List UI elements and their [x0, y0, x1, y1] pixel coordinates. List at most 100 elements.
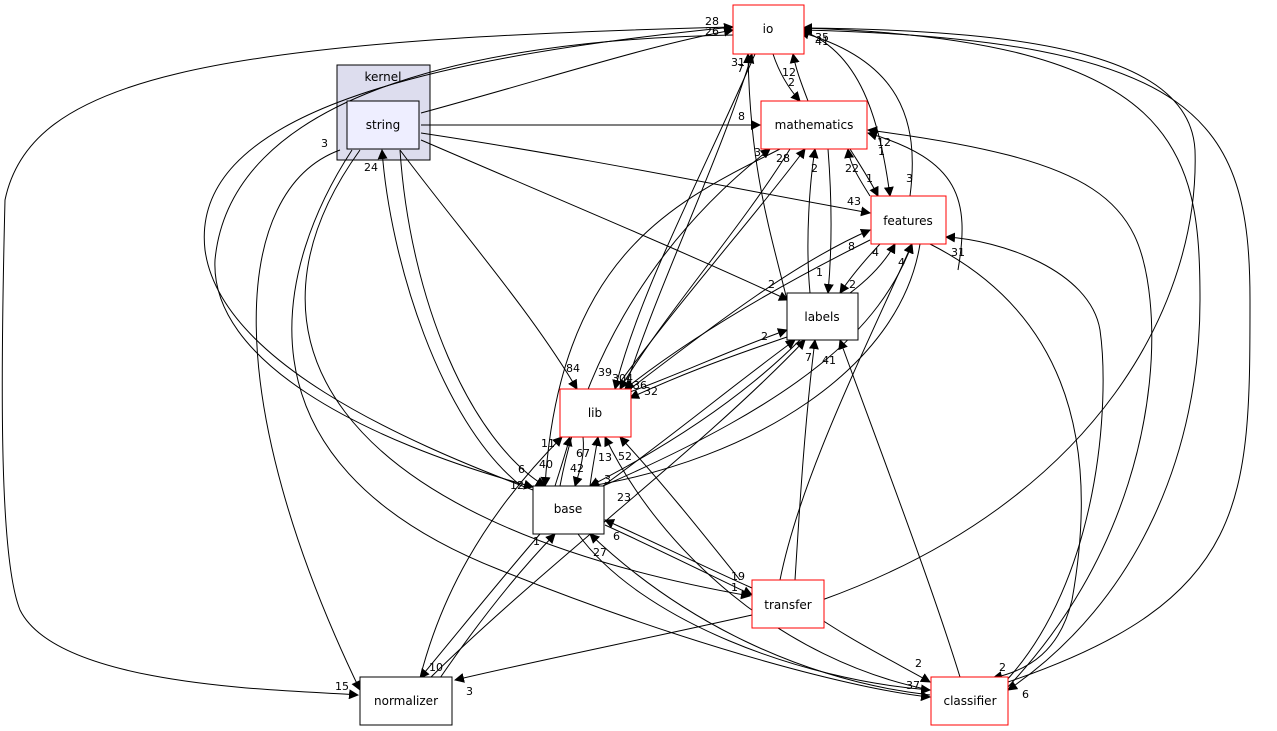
edge-label: 52	[618, 450, 632, 463]
edge	[799, 29, 894, 197]
edge	[420, 139, 789, 301]
edge	[554, 436, 573, 487]
node-transfer[interactable]: transfer	[751, 579, 825, 629]
edge-label: 7	[737, 62, 744, 75]
edge-label: 26	[705, 25, 719, 38]
edge	[802, 25, 1251, 683]
edge-label: 3	[466, 685, 473, 698]
node-mathematics[interactable]: mathematics	[760, 100, 868, 150]
edge-label: 4	[898, 256, 905, 269]
edge	[420, 26, 734, 114]
edge-label: 7	[805, 351, 812, 364]
edge	[419, 533, 541, 679]
edge-label: 24	[364, 161, 378, 174]
node-base-label: base	[554, 502, 583, 516]
edge-labels: 28 26 31 7 12 2 35 41 8 33 28 2 22 1 12 …	[321, 15, 1029, 701]
edge-label: 1	[816, 266, 823, 279]
edge-label: 15	[335, 680, 349, 693]
edge-label: 2	[915, 657, 922, 670]
edge	[589, 339, 801, 487]
edge-label: 31	[731, 56, 745, 69]
edge-label: 8	[738, 110, 745, 123]
edge-label: 13	[598, 451, 612, 464]
edge-label: 8	[848, 240, 855, 253]
edge	[619, 148, 791, 390]
edge	[454, 614, 753, 683]
edge-label: 1	[866, 172, 873, 185]
node-io[interactable]: io	[732, 4, 805, 55]
edge-label: 39	[598, 366, 612, 379]
node-string-label: string	[366, 118, 400, 132]
nodes: io mathematics features labels lib base …	[346, 4, 1009, 726]
edge	[945, 232, 1104, 683]
edge-label: 37	[906, 679, 920, 692]
edge	[214, 34, 734, 490]
edge	[614, 148, 806, 390]
edge-label: 6	[613, 530, 620, 543]
edge	[604, 436, 931, 691]
cluster-kernel-label: kernel	[365, 70, 402, 84]
edge-label: 67	[576, 447, 590, 460]
edge-label: 31	[951, 246, 965, 259]
edge	[429, 339, 806, 679]
edge	[589, 533, 931, 696]
node-lib[interactable]: lib	[559, 388, 632, 438]
edge-label: 19	[731, 570, 745, 583]
edge-label: 2	[999, 661, 1006, 674]
edge-label: 304	[612, 372, 633, 385]
node-base[interactable]: base	[532, 485, 605, 535]
edge-label: 10	[429, 661, 443, 674]
edge-label: 2	[811, 162, 818, 175]
edge	[572, 436, 584, 487]
edge-label: 1	[878, 145, 885, 158]
edge	[867, 130, 963, 271]
node-classifier[interactable]: classifier	[930, 676, 1009, 726]
edge-label: 2	[761, 330, 768, 343]
node-labels-label: labels	[804, 310, 839, 324]
edge	[612, 53, 756, 390]
edge	[399, 149, 546, 487]
node-transfer-label: transfer	[764, 598, 811, 612]
edge	[577, 533, 931, 695]
edge-label: 3	[604, 473, 611, 486]
edge	[867, 126, 1153, 691]
edge	[540, 148, 781, 487]
edge	[203, 22, 734, 491]
edge	[629, 228, 871, 390]
edge-label: 42	[570, 462, 584, 475]
edge	[802, 27, 1201, 691]
node-normalizer[interactable]: normalizer	[359, 676, 453, 726]
edge	[399, 149, 578, 390]
edge	[589, 243, 921, 490]
node-features-label: features	[883, 214, 933, 228]
edge-label: 43	[847, 195, 861, 208]
node-string[interactable]: string	[346, 100, 420, 150]
edge	[439, 533, 556, 679]
edge-label: 1	[533, 535, 540, 548]
node-lib-label: lib	[588, 406, 602, 420]
edge	[419, 436, 563, 679]
edge	[849, 243, 896, 294]
edge	[1, 26, 734, 700]
node-features[interactable]: features	[870, 195, 947, 245]
edge-label: 6	[518, 463, 525, 476]
edge	[799, 29, 913, 197]
node-labels[interactable]: labels	[786, 292, 859, 341]
edge-label: 40	[539, 458, 553, 471]
edge-label: 2	[788, 76, 795, 89]
edge	[377, 149, 521, 486]
edge	[420, 132, 871, 217]
edges	[1, 22, 1251, 702]
edge-label: 28	[705, 15, 719, 28]
edge-label: 6	[1022, 688, 1029, 701]
edge	[602, 339, 796, 487]
edge-label: 41	[815, 35, 829, 48]
edge	[255, 149, 361, 691]
edge	[839, 243, 881, 294]
edge	[629, 336, 788, 399]
edge-label: 3	[906, 172, 913, 185]
edge	[802, 23, 1196, 601]
edge-label: 2	[849, 278, 856, 291]
edge	[629, 328, 788, 393]
